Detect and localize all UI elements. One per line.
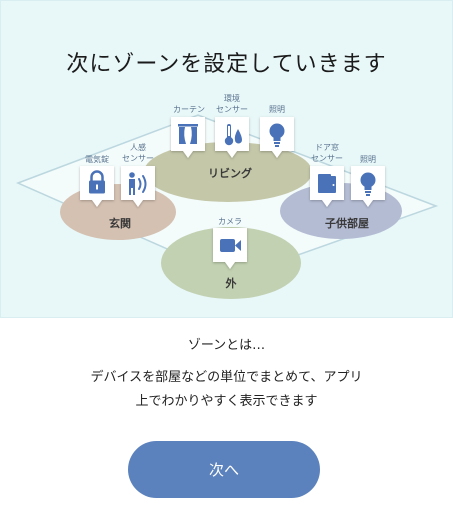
zone-label-outside: 外 [225,276,237,290]
device-label-kids-light: 照明 [360,155,376,164]
device-label-motion-2: センサー [122,154,154,163]
device-label-camera: カメラ [218,217,242,226]
zone-diagram: リビング 玄関 子供部屋 外 カーテン 環境 センサー 照明 電気錠 人感 セン… [16,93,439,299]
lightbulb-icon [260,117,294,158]
zone-description-line2: 上でわかりやすく表示できます [135,394,318,409]
device-label-door-sensor-1: ドア窓 [315,142,339,152]
device-label-curtain: カーテン [173,105,205,114]
zone-label-living: リビング [208,166,252,180]
device-label-lock: 電気錠 [85,154,109,164]
motion-sensor-icon [121,166,155,207]
lightbulb-icon [351,166,385,207]
curtain-icon [171,117,205,158]
zone-description-line1: デバイスを部屋などの単位でまとめて、アプリ [90,370,363,385]
door-icon [310,166,344,207]
zone-entrance-area [60,184,176,240]
zone-label-kids-room: 子供部屋 [325,216,369,230]
page-title: 次にゾーンを設定していきます [66,52,387,77]
device-label-motion-1: 人感 [130,142,146,152]
thermometer-drop-icon [215,117,249,158]
next-button[interactable]: 次へ [128,441,320,498]
device-label-env-sensor-2: センサー [216,105,248,114]
zone-label-entrance: 玄関 [109,216,131,230]
video-camera-icon [213,228,247,269]
device-label-door-sensor-2: センサー [311,154,343,163]
zone-description: デバイスを部屋などの単位でまとめて、アプリ 上でわかりやすく表示できます [0,366,453,414]
zone-definition-caption: ゾーンとは… [187,338,266,353]
device-label-living-light: 照明 [269,105,285,114]
device-label-env-sensor-1: 環境 [224,93,240,103]
lock-icon [80,166,114,207]
zone-living-area [144,142,312,202]
